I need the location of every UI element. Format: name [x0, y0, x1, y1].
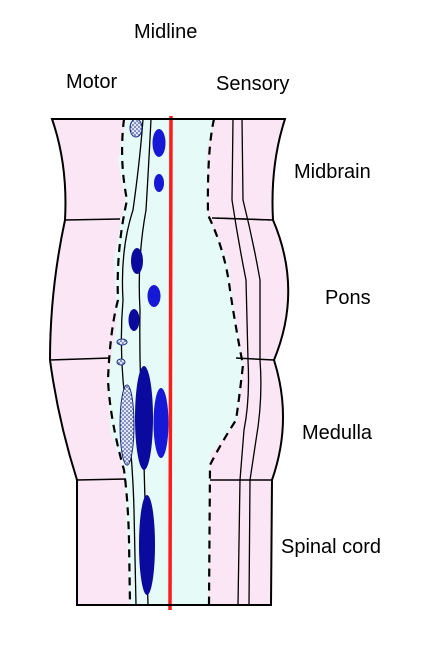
sensory-tract-lines: [216, 118, 271, 606]
label-spinal-cord: Spinal cord: [281, 536, 381, 558]
dotted-nucleus-medulla: [119, 384, 135, 466]
dotted-nucleus-pons-1: [116, 338, 128, 346]
nucleus-midbrain-2: [154, 174, 164, 192]
label-medulla: Medulla: [302, 422, 373, 444]
nucleus-pons-3: [128, 309, 140, 331]
nucleus-medulla-2: [153, 388, 169, 458]
label-motor: Motor: [66, 71, 117, 93]
sensory-dashed-boundary: [206, 118, 245, 606]
dotted-nucleus-pons-2: [116, 358, 126, 366]
nucleus-spinal: [139, 495, 155, 595]
nucleus-pons-2: [147, 285, 161, 307]
label-midline: Midline: [134, 21, 197, 43]
label-midbrain: Midbrain: [294, 161, 371, 183]
motor-dashed-boundary: [106, 118, 132, 606]
label-sensory: Sensory: [216, 73, 289, 95]
nucleus-pons-1: [131, 248, 143, 274]
midline-red-line: [168, 115, 173, 611]
dotted-nucleus-midbrain: [129, 118, 143, 138]
region-dividers-motor: [49, 218, 127, 481]
dotted-nuclei: [116, 118, 143, 466]
dashed-boundaries: [106, 118, 245, 606]
label-pons: Pons: [325, 287, 371, 309]
nucleus-medulla-1: [135, 366, 153, 470]
motor-nuclei: [128, 129, 169, 595]
nucleus-midbrain-1: [152, 129, 166, 157]
